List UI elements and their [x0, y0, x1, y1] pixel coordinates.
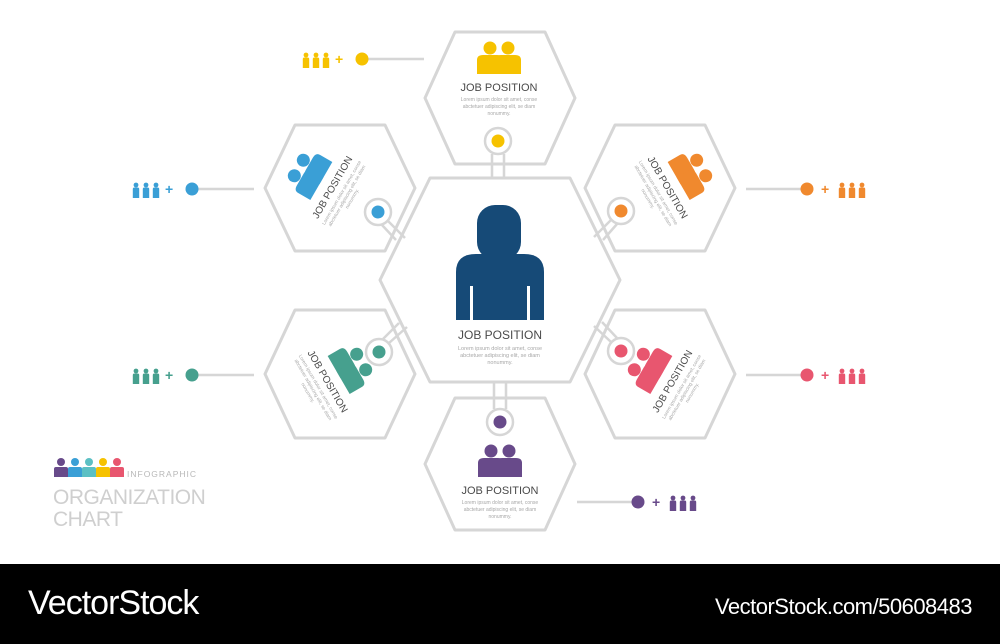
svg-text:+: + — [165, 367, 173, 383]
svg-text:JOB POSITION: JOB POSITION — [461, 485, 538, 497]
chart-title-line2: CHART — [53, 508, 123, 531]
center-hex-outline — [378, 176, 622, 384]
team-size-icon-lower-left: + — [132, 367, 173, 384]
svg-text:Lorem ipsum dolor sit amet, co: Lorem ipsum dolor sit amet, conse — [461, 97, 538, 103]
lower-left-connector-dot — [372, 345, 386, 359]
infographic-label: INFOGRAPHIC — [127, 469, 198, 479]
svg-text:+: + — [821, 367, 829, 383]
svg-text:+: + — [821, 181, 829, 197]
center-title: JOB POSITION — [458, 328, 542, 342]
svg-text:nonummy.: nonummy. — [489, 514, 512, 520]
org-chart-infographic: + + + + + + JOB POSITION Lorem ipsum dol… — [132, 30, 866, 532]
svg-text:abctetuer adipiscing elit, se: abctetuer adipiscing elit, se diam — [460, 353, 540, 359]
pair-people-icon — [478, 444, 522, 477]
top-connector-dot — [491, 134, 505, 148]
svg-text:nonummy.: nonummy. — [488, 111, 511, 117]
team-size-icon-bottom: + — [652, 494, 697, 511]
image-reference: VectorStock.com/50608483 — [714, 594, 973, 619]
chart-title-block: INFOGRAPHIC ORGANIZATION CHART — [53, 455, 206, 531]
team-size-icon-upper-left: + — [132, 181, 173, 198]
svg-text:Lorem ipsum dolor sit amet, co: Lorem ipsum dolor sit amet, conse — [462, 500, 539, 506]
node-upper-left: JOB POSITION Lorem ipsum dolor sit amet,… — [282, 145, 367, 228]
svg-text:Lorem ipsum dolor sit amet, co: Lorem ipsum dolor sit amet, conse — [458, 346, 542, 352]
svg-text:+: + — [652, 494, 660, 510]
chart-title-line1: ORGANIZATION — [53, 486, 206, 509]
pair-people-icon — [477, 41, 521, 74]
svg-text:abctetuer adipiscing elit, se: abctetuer adipiscing elit, se diam — [464, 507, 537, 513]
person-icon — [456, 205, 544, 320]
team-colors-icon — [54, 458, 124, 477]
team-size-icon-upper-right: + — [821, 181, 866, 198]
svg-text:+: + — [335, 51, 343, 67]
team-size-icon-lower-right: + — [821, 367, 866, 384]
svg-text:+: + — [165, 181, 173, 197]
upper-left-connector-dot — [371, 205, 385, 219]
brand-logo: VectorStock — [28, 584, 199, 622]
svg-text:nonummy.: nonummy. — [487, 360, 513, 366]
team-size-icon-top: + — [302, 51, 343, 68]
node-upper-right: JOB POSITION Lorem ipsum dolor sit amet,… — [633, 145, 718, 228]
svg-text:abctetuer adipiscing elit, se: abctetuer adipiscing elit, se diam — [463, 104, 536, 110]
footer-bar: VectorStock VectorStock.com/50608483 — [0, 564, 1000, 644]
bottom-connector-dot — [493, 415, 507, 429]
lower-right-connector-dot — [614, 344, 628, 358]
svg-text:JOB POSITION: JOB POSITION — [460, 82, 537, 94]
node-top: JOB POSITION Lorem ipsum dolor sit amet,… — [460, 41, 538, 117]
node-bottom: JOB POSITION Lorem ipsum dolor sit amet,… — [461, 444, 539, 520]
upper-right-connector-dot — [614, 204, 628, 218]
